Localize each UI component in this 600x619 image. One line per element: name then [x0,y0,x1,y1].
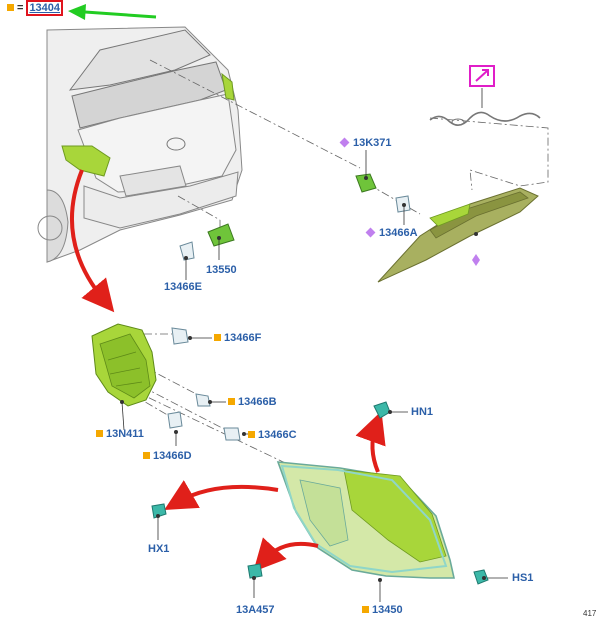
orange-square-icon [7,4,14,11]
label-13550: 13550 [206,264,237,276]
wiring-harness [429,88,541,126]
bulb-13466E [179,241,195,261]
orange-square-icon [228,398,235,405]
label-13466E: 13466E [164,281,202,293]
green-arrow-icon [68,4,157,20]
orange-square-icon [96,430,103,437]
replace-indicator-icon [469,65,495,87]
tail-lamp-housing-13N411 [91,323,157,407]
label-13A457: 13A457 [236,604,275,616]
label-13466B: 13466B [228,396,277,408]
socket-13550 [207,223,235,247]
clip-HX1 [151,503,167,519]
label-13466F: 13466F [214,332,261,344]
socket-13K371 [355,173,377,193]
page-number: 417 [583,609,597,618]
legend-equals: = [17,2,24,14]
label-13N411: 13N411 [96,428,144,440]
red-arrow-icon [70,169,115,313]
bulb-13466C [223,427,246,441]
label-13466D: 13466D [143,450,192,462]
tail-lamp-assembly-13450 [276,461,455,582]
bulb-13466A [395,195,411,213]
red-arrow-hn1-icon [355,410,386,473]
label-HN1: HN1 [411,406,434,418]
clip-HN1 [373,401,392,419]
orange-square-icon [214,334,221,341]
label-HX1: HX1 [148,543,170,555]
red-arrow-hx1-icon [164,480,279,511]
orange-square-icon [143,452,150,459]
orange-square-icon [248,431,255,438]
label-13450: 13450 [362,604,403,616]
bulb-13466F [171,327,192,345]
legend: =13404 [7,0,64,16]
leader-lines [121,150,508,602]
bulb-13466B [195,393,212,407]
clip-HS1 [473,569,489,585]
label-13466C: 13466C [248,429,297,441]
purple-diamond-icon [339,137,350,148]
label-13K371: 13K371 [339,137,392,149]
vehicle-rear-illustration [37,26,243,263]
bulb-13466D [167,411,183,434]
label-13466A: 13466A [365,227,418,239]
clip-13A457 [247,563,263,580]
orange-square-icon [362,606,369,613]
legend-code-link[interactable]: 13404 [26,0,64,16]
high-mount-stop-lamp [377,187,539,283]
purple-diamond-icon [365,227,376,238]
red-arrow-13a457-icon [253,537,319,572]
label-HS1: HS1 [512,572,534,584]
